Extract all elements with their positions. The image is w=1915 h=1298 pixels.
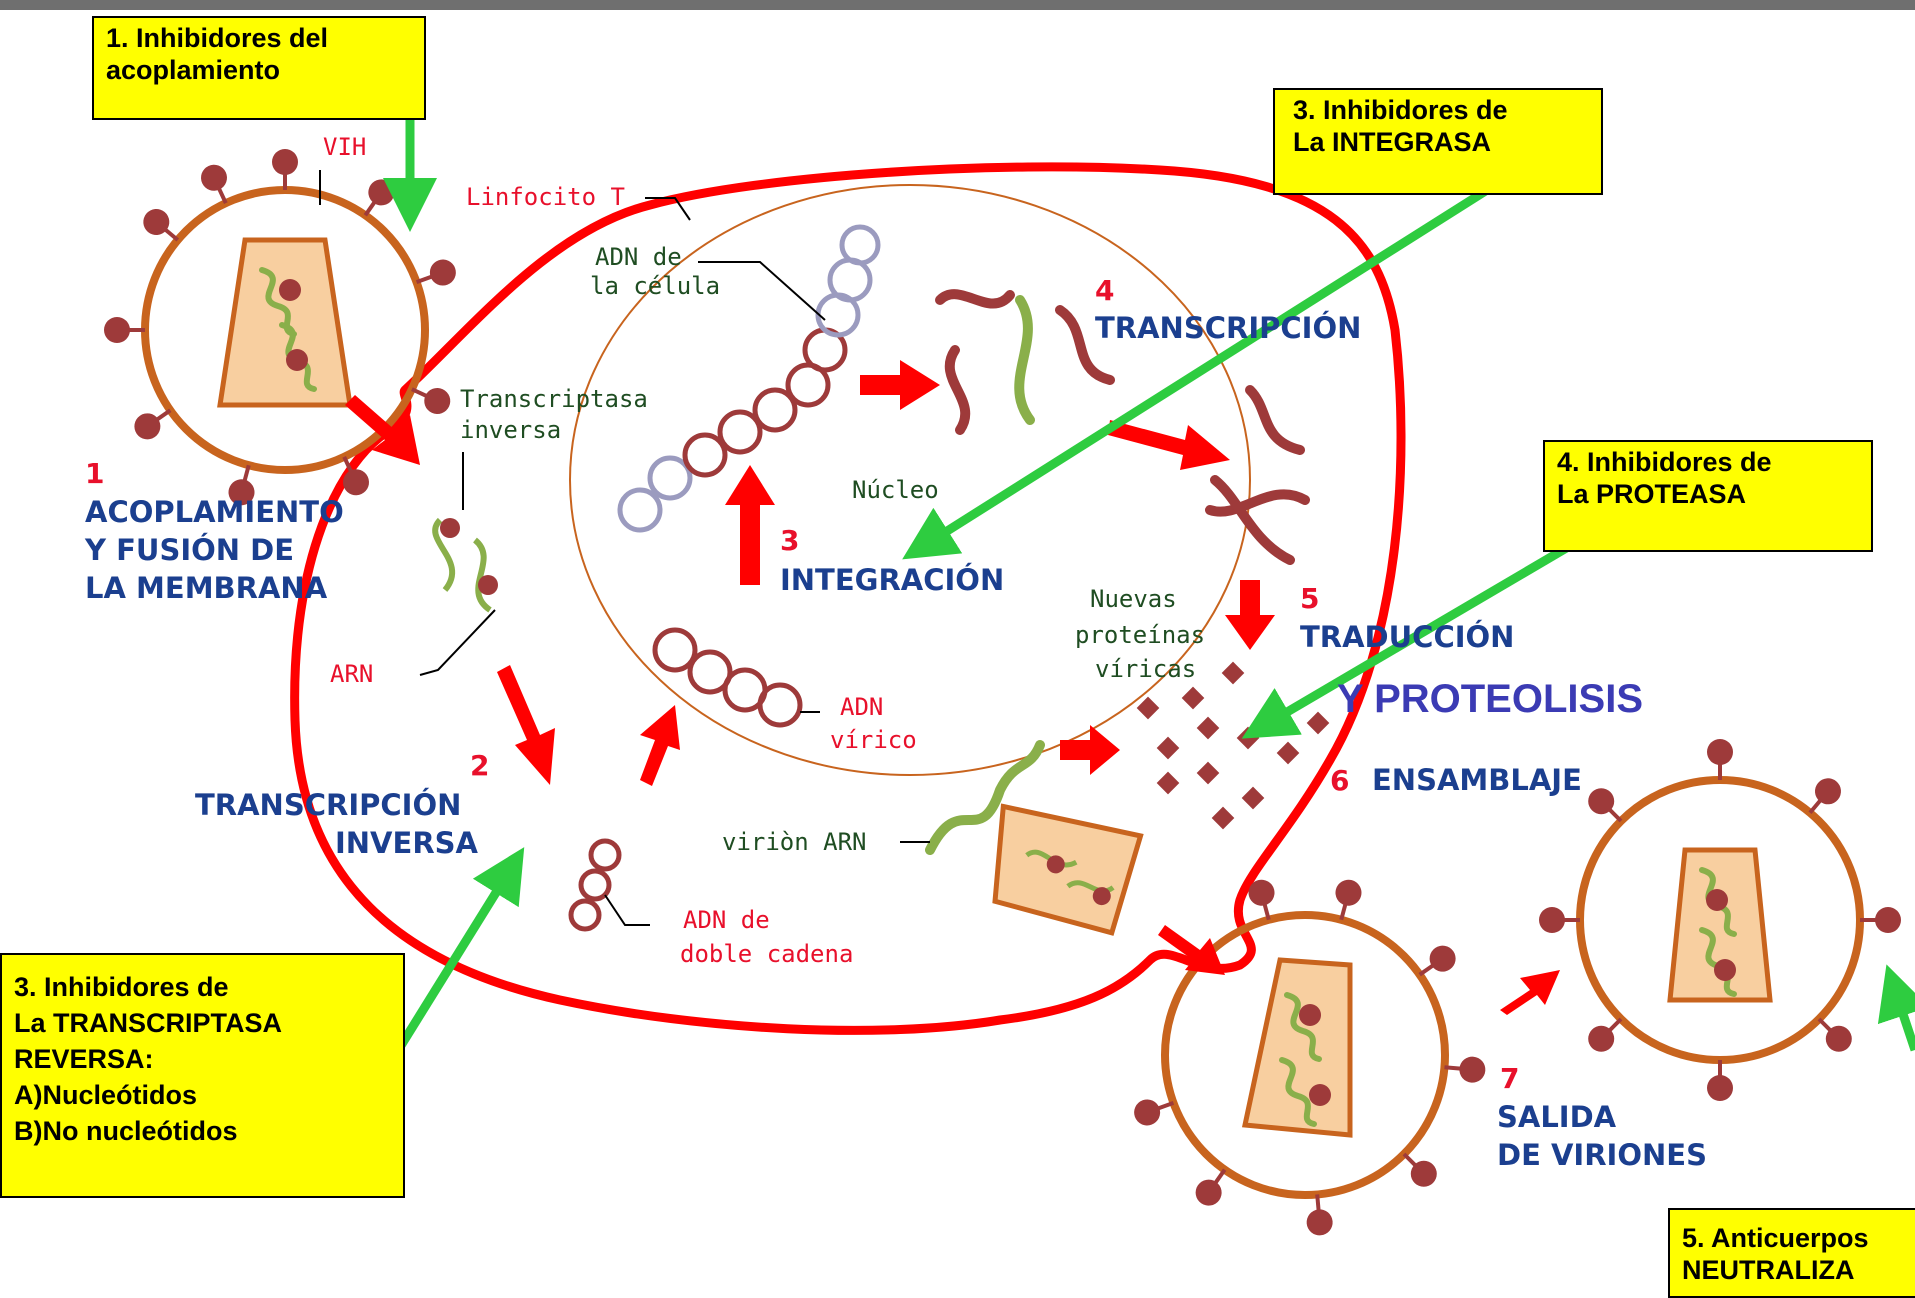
- callout-neutralizing-antibodies: 5. Anticuerpos NEUTRALIZA: [1668, 1208, 1915, 1298]
- released-rna: [432, 517, 498, 613]
- callout-line: 3. Inhibidores de: [14, 972, 229, 1002]
- step1-number: 1: [85, 457, 104, 490]
- step1-line1: ACOPLAMIENTO: [85, 495, 344, 529]
- leader-lines: [319, 170, 930, 926]
- step6-line1: ENSAMBLAJE: [1372, 763, 1582, 797]
- inhibitor-arrows: [383, 88, 1915, 1063]
- step3-line1: INTEGRACIÓN: [780, 563, 1004, 597]
- step7-number: 7: [1500, 1062, 1519, 1095]
- label-nuevas-1: Nuevas: [1090, 585, 1177, 613]
- callout-line: 3. Inhibidores de: [1293, 95, 1508, 125]
- callout-attachment-inhibitors: 1. Inhibidores del acoplamiento: [92, 16, 426, 120]
- step3-number: 3: [780, 524, 799, 557]
- step2-line1: TRANSCRIPCIÓN: [195, 788, 461, 822]
- callout-line: NEUTRALIZA: [1682, 1255, 1855, 1285]
- callout-line: B)No nucleótidos: [14, 1116, 238, 1146]
- arrow-rt-inhibitor: [388, 847, 525, 1063]
- label-adn-cell-1: ADN de: [595, 243, 682, 271]
- label-arn: ARN: [330, 660, 373, 688]
- label-virion-arn: viriòn ARN: [722, 828, 867, 856]
- step2-line2: INVERSA: [335, 826, 479, 860]
- callout-line: A)Nucleótidos: [14, 1080, 198, 1110]
- step5-number: 5: [1300, 582, 1319, 615]
- arrow-release: [1500, 970, 1560, 1015]
- callout-line: La PROTEASA: [1557, 479, 1747, 509]
- double-strand-dna: [568, 838, 622, 932]
- label-adn-doble-1: ADN de: [683, 906, 770, 934]
- viral-proteins: [1136, 661, 1330, 830]
- arrow-transcription-2: [1108, 420, 1230, 470]
- cell-membrane: [290, 162, 1406, 1035]
- arrow-integration: [725, 465, 775, 585]
- arrow-integrase-inhibitor: [902, 181, 1498, 560]
- step5-line1: TRADUCCIÓN: [1300, 620, 1514, 654]
- step7-line1: SALIDA: [1497, 1100, 1617, 1134]
- label-nucleo: Núcleo: [852, 476, 939, 504]
- label-transcriptasa-1: Transcriptasa: [460, 385, 648, 413]
- label-nuevas-2: proteínas: [1075, 621, 1205, 649]
- step7-line2: DE VIRIONES: [1497, 1138, 1707, 1172]
- label-adn-virico-2: vírico: [830, 726, 917, 754]
- cell-dna-chain: [617, 224, 881, 533]
- label-adn-doble-2: doble cadena: [680, 940, 853, 968]
- callout-rt-inhibitors: 3. Inhibidores de La TRANSCRIPTASA REVER…: [0, 953, 405, 1198]
- arrow-protease-inhibitor: [1241, 536, 1583, 739]
- callout-line: acoplamiento: [106, 55, 281, 85]
- step4-line1: TRANSCRIPCIÓN: [1095, 311, 1361, 345]
- step5-proteolisis: Y PROTEOLISIS: [1337, 677, 1643, 721]
- virus-released: [1537, 737, 1903, 1103]
- process-arrows: [345, 360, 1560, 1015]
- assembled-capsid: [992, 803, 1144, 936]
- label-vih: VIH: [323, 133, 366, 161]
- step2-number: 2: [470, 749, 489, 782]
- callout-integrase-inhibitors: 3. Inhibidores de La INTEGRASA: [1273, 88, 1603, 195]
- arrow-transcription-1: [860, 360, 940, 410]
- arrow-translation: [1225, 580, 1275, 650]
- step1-line3: LA MEMBRANA: [85, 571, 328, 605]
- label-transcriptasa-2: inversa: [460, 416, 561, 444]
- callout-line: 5. Anticuerpos: [1682, 1223, 1869, 1253]
- arrow-to-budding: [1158, 925, 1225, 975]
- label-linfocito: Linfocito T: [466, 183, 625, 211]
- callout-line: La INTEGRASA: [1293, 127, 1492, 157]
- callout-line: La TRANSCRIPTASA: [14, 1008, 283, 1038]
- virion-rna: [925, 740, 1045, 855]
- arrow-to-nucleus: [640, 705, 680, 786]
- label-nuevas-3: víricas: [1095, 655, 1196, 683]
- arrow-rt: [497, 665, 555, 785]
- callout-line: 1. Inhibidores del: [106, 23, 329, 53]
- callout-line: REVERSA:: [14, 1044, 154, 1074]
- arrow-to-proteins: [1060, 725, 1120, 775]
- step6-number: 6: [1330, 764, 1349, 797]
- arrow-fusion: [345, 395, 420, 465]
- label-adn-cell-2: la célula: [590, 272, 720, 300]
- nucleus: [569, 184, 1251, 776]
- step4-number: 4: [1095, 274, 1114, 307]
- callout-protease-inhibitors: 4. Inhibidores de La PROTEASA: [1543, 440, 1873, 552]
- callout-line: 4. Inhibidores de: [1557, 447, 1772, 477]
- arrow-antibody-inhibitor: [1877, 964, 1915, 1052]
- virus-budding: [1128, 874, 1489, 1239]
- label-adn-virico-1: ADN: [840, 693, 883, 721]
- viral-dna-chain: [652, 627, 803, 728]
- mrna-fragments: [935, 289, 1310, 565]
- step1-line2: Y FUSIÓN DE: [84, 533, 294, 567]
- top-window-bar: [0, 0, 1915, 10]
